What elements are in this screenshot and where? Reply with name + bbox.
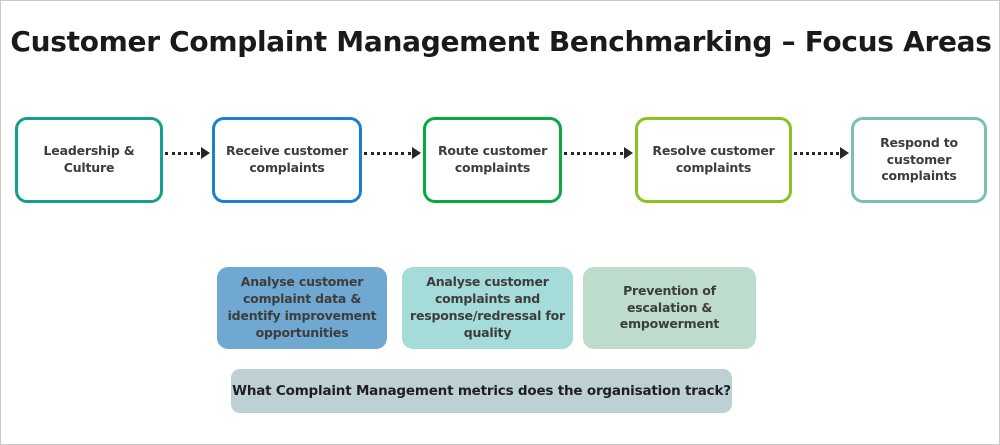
process-step-label: Resolve customer complaints	[652, 143, 775, 175]
connector-arrow-2	[364, 146, 421, 160]
connector-arrow-3	[564, 146, 633, 160]
process-step-route-complaints[interactable]: Route customer complaints	[423, 117, 562, 203]
arrowhead-icon	[624, 147, 633, 159]
connector-arrow-1	[165, 146, 210, 160]
process-step-label: Receive customer complaints	[225, 143, 349, 175]
question-bar[interactable]: What Complaint Management metrics does t…	[231, 369, 732, 413]
focus-area-prevention-escalation[interactable]: Prevention of escalation & empowerment	[583, 267, 756, 349]
question-bar-label: What Complaint Management metrics does t…	[232, 383, 731, 399]
connector-arrow-4	[794, 146, 849, 160]
dotted-line	[364, 151, 411, 155]
arrowhead-icon	[840, 147, 849, 159]
arrowhead-icon	[201, 147, 210, 159]
focus-area-label: Analyse customer complaints and response…	[410, 274, 565, 340]
page-title: Customer Complaint Management Benchmarki…	[10, 25, 992, 58]
process-step-receive-complaints[interactable]: Receive customer complaints	[212, 117, 362, 203]
dotted-line	[165, 151, 200, 155]
focus-area-analyse-complaint-data[interactable]: Analyse customer complaint data & identi…	[217, 267, 387, 349]
process-step-respond-complaints[interactable]: Respond to customer complaints	[851, 117, 987, 203]
focus-area-label: Prevention of escalation & empowerment	[619, 282, 720, 332]
process-step-label: Route customer complaints	[437, 143, 548, 175]
focus-area-analyse-response-quality[interactable]: Analyse customer complaints and response…	[402, 267, 573, 349]
dotted-line	[794, 151, 839, 155]
arrowhead-icon	[412, 147, 421, 159]
process-step-leadership-culture[interactable]: Leadership & Culture	[15, 117, 163, 203]
process-step-resolve-complaints[interactable]: Resolve customer complaints	[635, 117, 792, 203]
process-step-label: Leadership & Culture	[43, 143, 135, 175]
process-step-label: Respond to customer complaints	[880, 134, 958, 184]
focus-area-label: Analyse customer complaint data & identi…	[227, 274, 377, 340]
dotted-line	[564, 151, 623, 155]
